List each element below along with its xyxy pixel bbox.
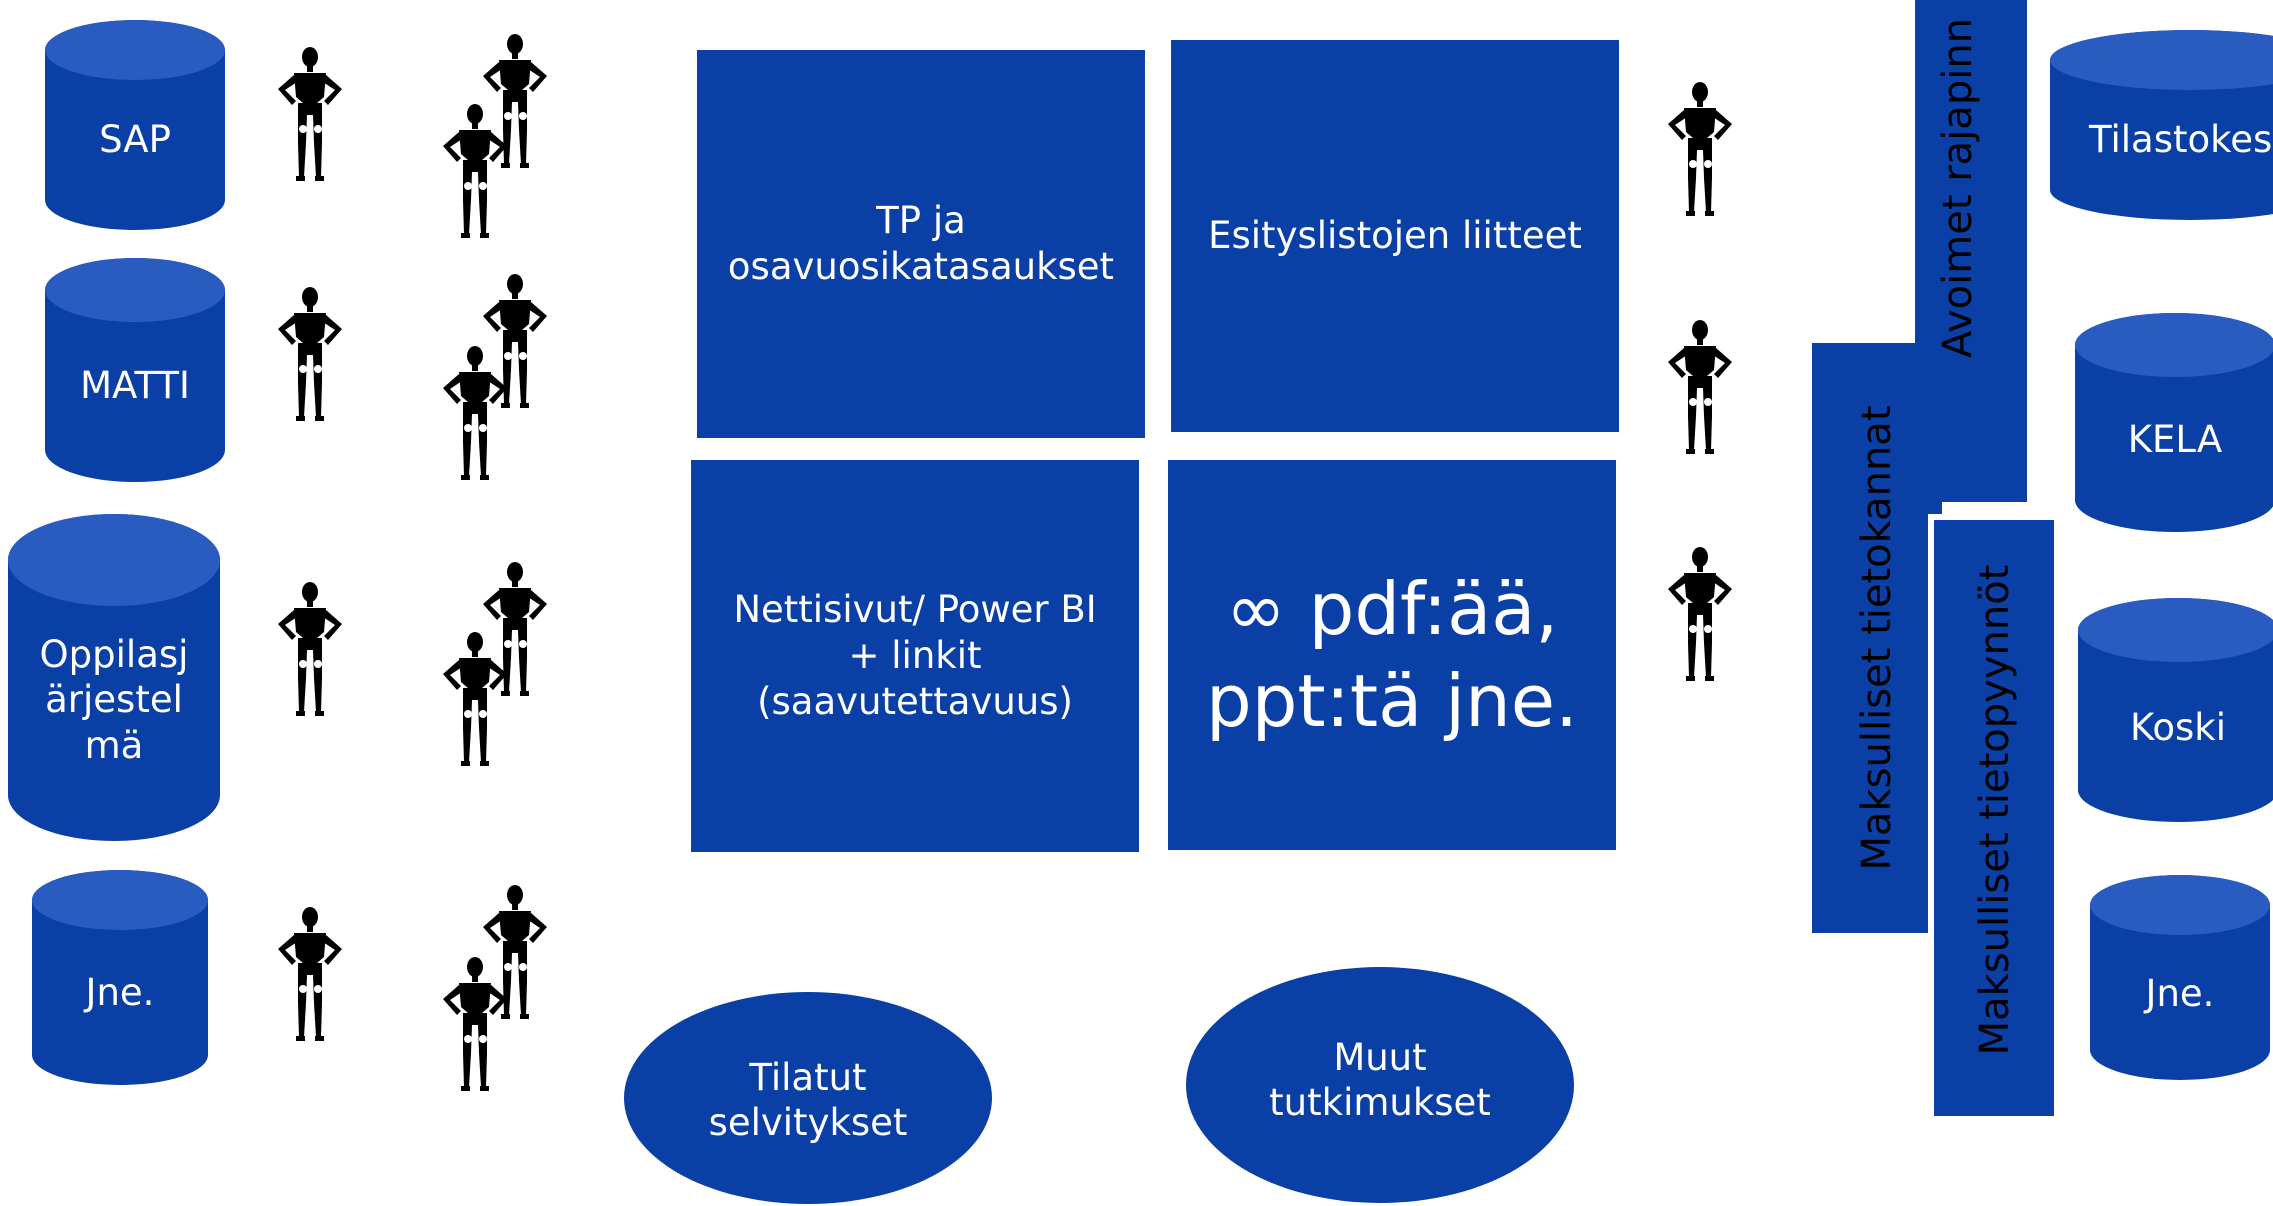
koski-database-cylinder-icon <box>2078 598 2273 822</box>
tietopyynnot-label: Maksulliset tietopyynnöt <box>1972 564 2018 1056</box>
avoimet-label: Avoimet rajapinn <box>1935 17 1981 359</box>
tietokannat-label: Maksulliset tietokannat <box>1854 405 1900 871</box>
matti-database-cylinder-icon <box>45 258 225 482</box>
person-group-icon <box>443 274 547 480</box>
sap-database-cylinder-icon <box>45 20 225 230</box>
muut-ellipse <box>1186 967 1574 1203</box>
person-figure-icon <box>278 582 342 716</box>
person-group-icon <box>443 562 547 766</box>
person-figure-icon <box>1668 320 1732 454</box>
esitys-box: Esityslistojen liitteet <box>1171 40 1619 432</box>
person-group-icon <box>443 885 547 1091</box>
netti-box: Nettisivut/ Power BI + linkit (saavutett… <box>691 460 1139 852</box>
tilastokes-database-cylinder-icon <box>2050 30 2273 220</box>
kela-database-cylinder-icon <box>2075 313 2273 532</box>
pdf-box: ∞ pdf:ää, ppt:tä jne. <box>1168 460 1616 850</box>
person-figure-icon <box>1668 547 1732 681</box>
person-figure-icon <box>278 287 342 421</box>
tietopyynnot-bar <box>1928 514 2054 1116</box>
person-group-icon <box>443 34 547 238</box>
tp-box: TP ja osavuosikatasaukset <box>697 50 1145 438</box>
person-figure-icon <box>278 907 342 1041</box>
tilatut-ellipse <box>624 992 992 1204</box>
oppilas-database-cylinder-icon <box>8 514 220 841</box>
avoimet-bar <box>1915 0 2027 502</box>
person-figure-icon <box>1668 82 1732 216</box>
person-figure-icon <box>278 47 342 181</box>
jne-left-database-cylinder-icon <box>32 870 208 1085</box>
jne-right-database-cylinder-icon <box>2090 875 2270 1080</box>
